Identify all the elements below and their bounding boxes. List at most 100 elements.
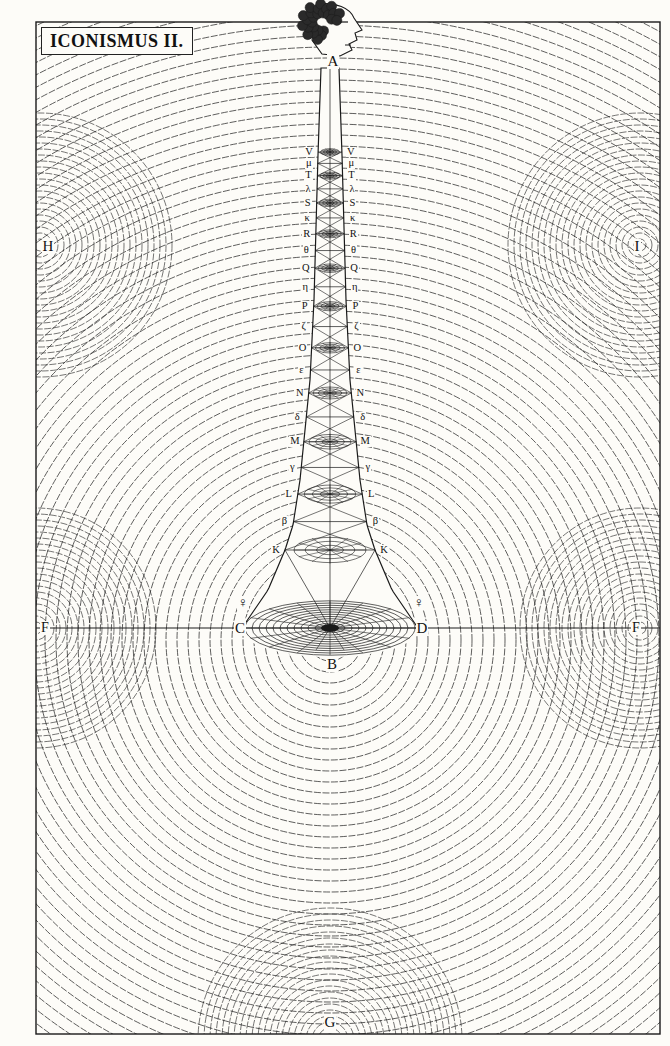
point-letter: G — [324, 1015, 337, 1030]
tube-letter: K — [379, 545, 389, 556]
sound-ring — [246, 956, 414, 1034]
hair-curl — [332, 15, 342, 25]
sound-ring — [36, 22, 660, 1034]
sound-ring — [36, 125, 160, 365]
point-letter: H — [42, 239, 55, 254]
sound-ring — [36, 22, 660, 1034]
sound-ring — [526, 131, 660, 359]
tube-letter: β — [372, 516, 379, 527]
sound-ring — [580, 185, 660, 305]
point-letter: C — [234, 621, 246, 636]
sound-ring — [36, 25, 660, 1034]
wave-fan — [309, 434, 351, 450]
tube-letter: M — [289, 436, 300, 447]
sound-ring — [36, 36, 660, 1034]
sound-ring — [36, 47, 660, 1034]
sound-ring — [300, 1010, 360, 1034]
wave-fan — [320, 148, 339, 155]
focus-rays — [244, 601, 416, 655]
wave-fan — [315, 342, 344, 353]
tube-letter: L — [367, 489, 375, 500]
sound-ring — [36, 22, 660, 1034]
wave-fan — [319, 230, 342, 239]
sound-ring — [36, 203, 82, 287]
sound-ring — [36, 22, 660, 1034]
tube-letter: N — [295, 388, 305, 399]
tube-construction — [285, 68, 375, 628]
sound-ring — [36, 22, 660, 1034]
wave-ellipse — [317, 302, 343, 311]
sound-ring — [36, 185, 100, 305]
sound-ring — [36, 22, 660, 1034]
face — [312, 4, 362, 56]
sound-ring — [514, 119, 660, 371]
sound-ring — [252, 962, 408, 1034]
sound-ring — [598, 203, 660, 287]
rings-g — [198, 908, 462, 1034]
sound-ring — [36, 227, 58, 263]
tube-letter: δ — [359, 412, 366, 423]
wave-fan — [304, 484, 356, 503]
sound-ring — [36, 22, 660, 1034]
sound-ring — [122, 432, 538, 848]
frame — [36, 22, 660, 1034]
sound-ring — [622, 227, 658, 263]
wave-ellipse — [304, 485, 356, 503]
sound-ring — [36, 22, 660, 1034]
sound-ring — [538, 143, 660, 347]
sound-ring — [550, 155, 660, 335]
wave-ellipse — [315, 343, 344, 353]
tube-letter: S — [348, 198, 356, 209]
row-line — [316, 217, 343, 218]
tube-letter: Q — [349, 263, 359, 274]
tube-letter: λ — [348, 184, 355, 195]
sound-ring — [36, 221, 64, 269]
row-line — [318, 163, 342, 164]
tube-letter: P — [301, 301, 309, 312]
tube-letter: ζ — [353, 321, 359, 332]
tube-letter: T — [347, 170, 355, 181]
tube-letter: β — [281, 516, 288, 527]
mouth — [345, 45, 351, 46]
wave-ellipse — [320, 149, 339, 156]
tube-letter: P — [351, 301, 359, 312]
wave-ellipse — [320, 172, 340, 179]
sound-ring — [36, 149, 136, 341]
ring-group — [36, 22, 660, 1034]
eye — [340, 21, 348, 22]
tube-letter: V — [346, 147, 356, 158]
sound-ring — [532, 137, 660, 353]
tube-letter: δ — [294, 412, 301, 423]
sound-ring — [228, 938, 432, 1034]
sound-ring — [282, 992, 378, 1034]
wave-ellipse — [319, 199, 340, 206]
rings-i — [508, 113, 660, 377]
tube-letter: ε — [298, 365, 304, 376]
focus-ellipses — [244, 601, 416, 655]
sound-ring — [36, 22, 660, 1034]
tube-letter: γ — [364, 462, 371, 473]
sound-ring — [204, 914, 456, 1034]
sound-ring — [574, 179, 660, 311]
sound-ring — [45, 355, 615, 925]
tube-letter: μ — [305, 158, 313, 169]
wave-ellipse — [313, 387, 347, 399]
sound-ring — [133, 443, 527, 837]
sound-ring — [222, 932, 438, 1034]
sound-ring — [628, 233, 652, 257]
sound-ring — [56, 366, 604, 914]
row-line — [314, 286, 345, 287]
sound-ring — [111, 421, 549, 859]
wave-fan — [317, 301, 343, 311]
sound-ring — [36, 58, 660, 1034]
sound-ring — [592, 197, 660, 293]
sound-ring — [210, 920, 450, 1034]
sound-ring — [36, 69, 660, 1034]
sound-ring — [562, 167, 660, 323]
tube-letter: R — [302, 229, 311, 240]
wave-fan — [319, 199, 340, 207]
wave-fan — [318, 264, 342, 273]
main-rings — [36, 22, 660, 1034]
